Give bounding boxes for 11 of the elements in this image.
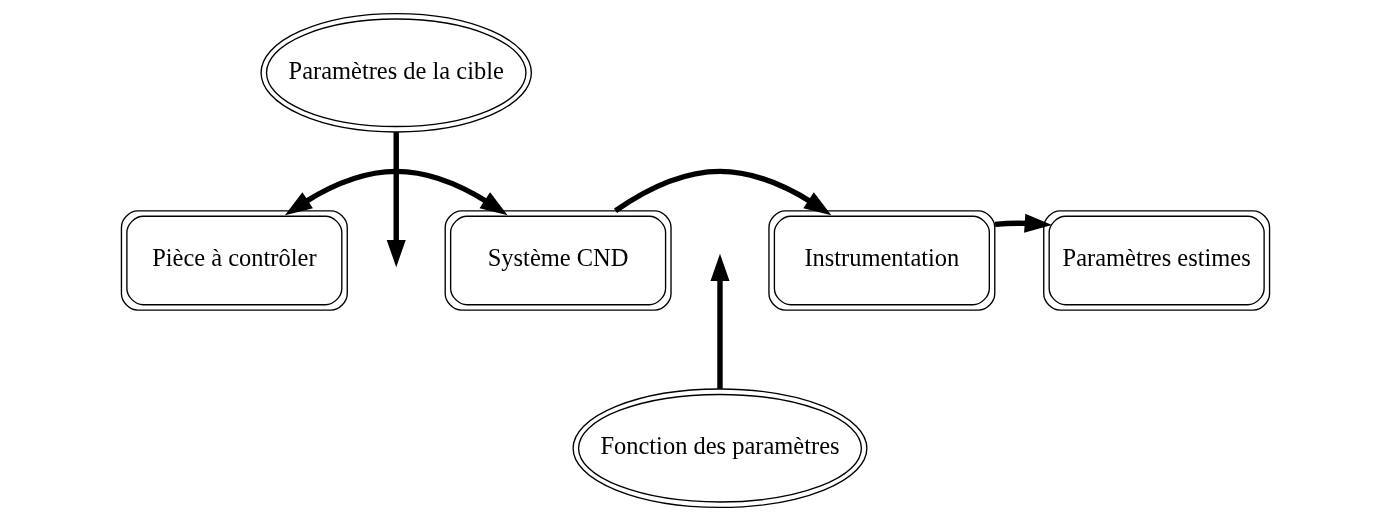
arrow (709, 253, 730, 389)
node-box: Paramètres estimes (1042, 210, 1270, 311)
node-box: Instrumentation (767, 210, 995, 311)
arrow (994, 213, 1052, 233)
arrow (284, 168, 508, 216)
node-ellipse: Fonction des paramètres (571, 388, 868, 509)
node-box: Système CND (444, 210, 672, 311)
arrow (613, 168, 831, 216)
arrow (386, 132, 406, 268)
node-box: Pièce à contrôler (120, 210, 348, 311)
node-ellipse: Paramètres de la cible (259, 12, 532, 133)
